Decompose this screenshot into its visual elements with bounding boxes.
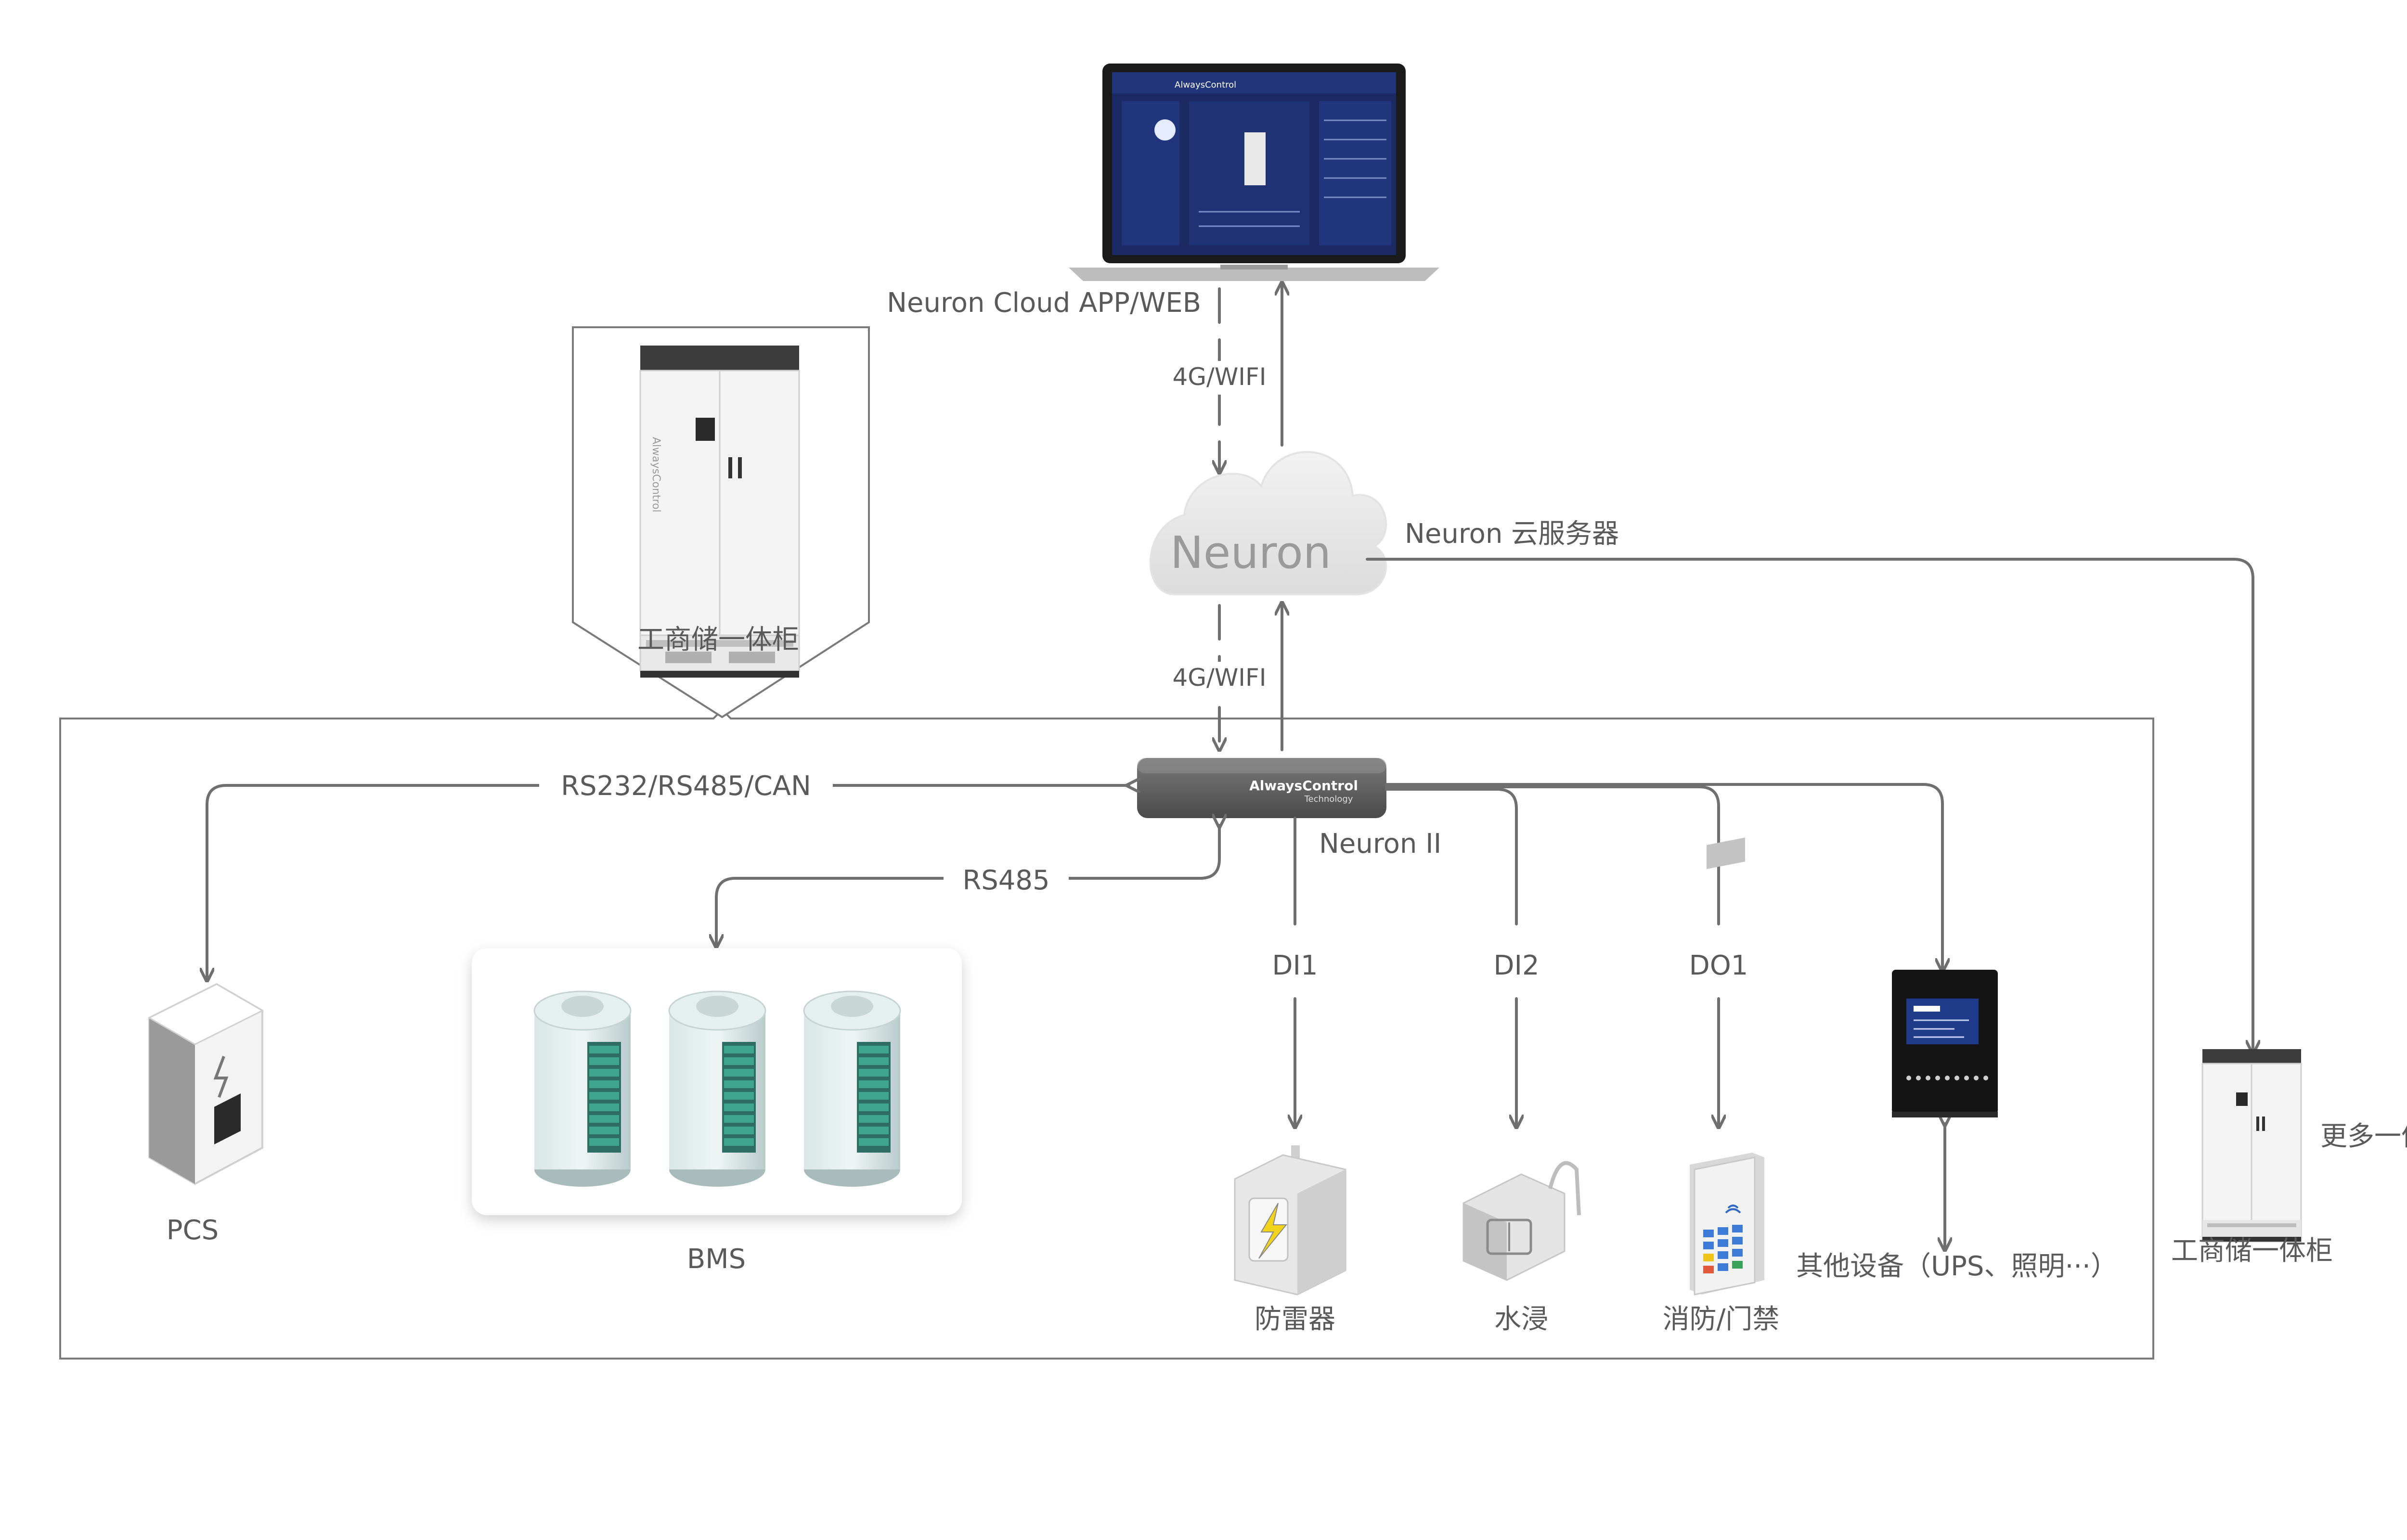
surge-protector-image — [1234, 1145, 1346, 1296]
cloud-label: Neuron 云服务器 — [1405, 518, 1619, 550]
laptop-image: AlwaysControl — [1069, 64, 1439, 281]
io-links — [1295, 783, 1945, 1249]
gateway-device: AlwaysControl Technology — [1137, 758, 1386, 818]
gateway-sub: Technology — [1304, 794, 1353, 804]
outside-cabinet-image — [2201, 1049, 2302, 1243]
bottom-protocol-label: 4G/WIFI — [1172, 664, 1266, 692]
io-module-image — [1892, 970, 1998, 1117]
pcs-protocol-label: RS232/RS485/CAN — [561, 770, 811, 802]
cabinet-callout-label: 工商储一体柜 — [637, 624, 799, 655]
cabinet-enclosure — [59, 708, 2154, 1360]
cloud-icon — [1149, 451, 1387, 596]
gateway-label: Neuron II — [1319, 828, 1441, 860]
outside-cabinet-label: 工商储一体柜 — [2171, 1235, 2333, 1267]
fire-access-keypad-image — [1690, 837, 1764, 1296]
bms-protocol-label: RS485 — [962, 865, 1049, 896]
other-devices-label: 其他设备（UPS、照明···） — [1796, 1251, 2118, 1282]
cabinet-callout-image: AlwaysControl — [639, 346, 800, 678]
more-cabinets-label: 更多一体柜 — [2320, 1121, 2407, 1152]
water-sensor-image — [1462, 1161, 1581, 1281]
cabinet-callout-brand: AlwaysControl — [650, 437, 662, 513]
pcs-label: PCS — [167, 1215, 219, 1246]
battery-group — [533, 990, 901, 1187]
pcs-image — [147, 983, 264, 1185]
do1-label: DO1 — [1689, 950, 1748, 981]
cloud-to-outside-link — [1366, 558, 2253, 1052]
water-label: 水浸 — [1494, 1304, 1548, 1335]
gateway-brand: AlwaysControl — [1249, 778, 1358, 794]
di2-label: DI2 — [1493, 950, 1539, 981]
cloud-text: Neuron — [1170, 527, 1331, 578]
laptop-label: Neuron Cloud APP/WEB — [887, 287, 1201, 319]
top-protocol-label: 4G/WIFI — [1172, 363, 1266, 391]
laptop-cloud-link — [1219, 284, 1282, 472]
pcs-link — [207, 785, 1129, 979]
di1-label: DI1 — [1272, 950, 1318, 981]
fire-label: 消防/门禁 — [1663, 1304, 1780, 1335]
laptop-screen-brand: AlwaysControl — [1175, 80, 1236, 90]
surge-label: 防雷器 — [1255, 1304, 1335, 1335]
bms-label: BMS — [687, 1244, 746, 1275]
